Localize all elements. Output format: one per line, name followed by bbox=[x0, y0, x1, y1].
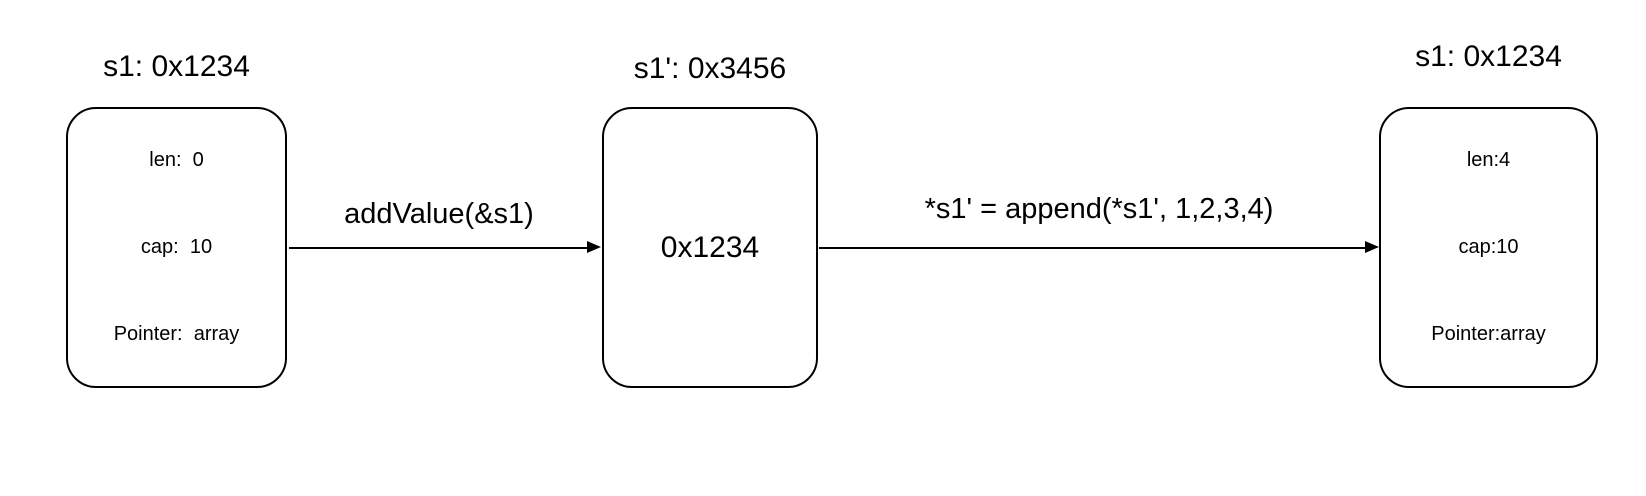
node-title-s1-prime: s1': 0x3456 bbox=[633, 52, 787, 85]
arrowhead-right-icon bbox=[587, 241, 601, 253]
field-pointer-value: 0x1234 bbox=[660, 230, 760, 264]
node-s1-after: len:4 cap:10 Pointer:array bbox=[1379, 107, 1598, 388]
field-pointer-before: Pointer: array bbox=[113, 323, 240, 345]
node-title-s1-before: s1: 0x1234 bbox=[103, 50, 250, 83]
node-s1-prime: 0x1234 bbox=[602, 107, 818, 388]
arrow-label-append: *s1' = append(*s1', 1,2,3,4) bbox=[924, 193, 1274, 225]
field-cap-after: cap:10 bbox=[1458, 236, 1519, 258]
field-cap-before: cap: 10 bbox=[140, 236, 213, 258]
field-len-before: len: 0 bbox=[149, 149, 204, 171]
node-body-s1-after: len:4 cap:10 Pointer:array bbox=[1431, 88, 1546, 407]
field-len-after: len:4 bbox=[1466, 149, 1511, 171]
arrowhead-right-icon bbox=[1365, 241, 1379, 253]
arrow-append bbox=[819, 241, 1379, 253]
node-body-s1-prime: 0x1234 bbox=[661, 163, 759, 333]
node-s1-before: len: 0 cap: 10 Pointer: array bbox=[66, 107, 287, 388]
field-pointer-after: Pointer:array bbox=[1431, 323, 1546, 345]
arrow-addvalue bbox=[289, 241, 601, 253]
node-body-s1-before: len: 0 cap: 10 Pointer: array bbox=[114, 88, 240, 407]
arrow-label-addvalue: addValue(&s1) bbox=[344, 198, 534, 230]
node-title-s1-after: s1: 0x1234 bbox=[1415, 40, 1562, 73]
